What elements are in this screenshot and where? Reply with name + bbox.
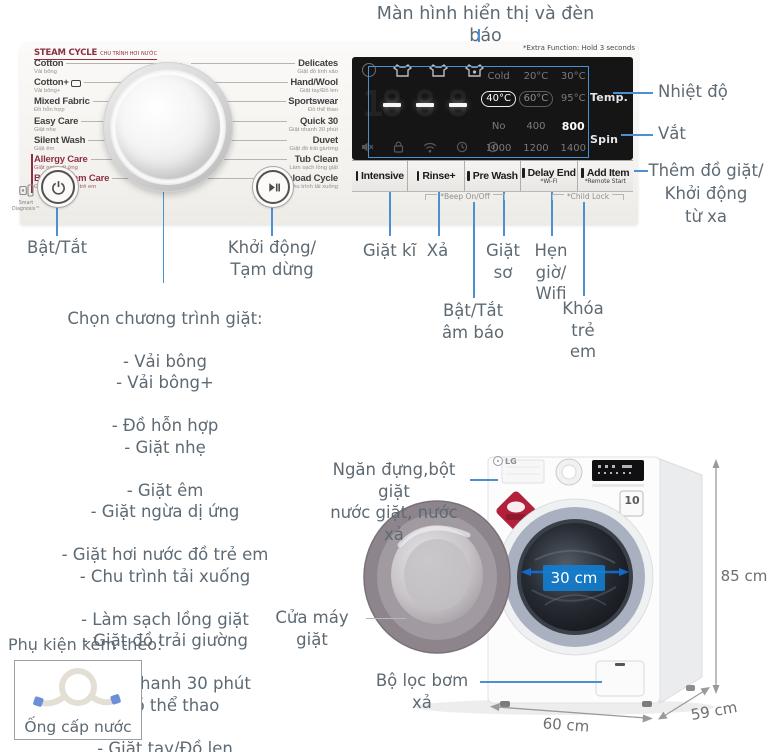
spin-callout: Vắt: [658, 124, 686, 143]
display-highlight-box: [368, 66, 589, 158]
depth-arrow: [658, 687, 710, 720]
power-line: [56, 205, 58, 236]
spin-row-2: 1000 1200 1400: [485, 143, 586, 154]
filter-callout: Bộ lọc bơm xả: [375, 671, 469, 712]
spin-row-1: No 400 800: [480, 117, 592, 137]
program-callout-title: Chọn chương trình giặt:: [67, 308, 263, 328]
width-arrow: [490, 703, 653, 723]
time-icon: [456, 141, 468, 153]
drain-filter-panel: [595, 660, 645, 697]
accessory-item-label: Ống cấp nước: [24, 718, 132, 736]
dial-knob[interactable]: [116, 75, 220, 179]
prewash-button[interactable]: Pre Wash: [464, 161, 522, 191]
smart-diagnosis-icon: [18, 184, 34, 197]
start-callout: Khởi động/ Tạm dừng: [227, 238, 317, 279]
selected-spin: 800: [561, 120, 585, 133]
inverter-badge-number: 10: [624, 494, 640, 507]
spin-line: [621, 134, 653, 136]
beep-callout: Bật/Tắt âm báo: [441, 301, 505, 342]
cotton-plus-icon: [70, 79, 81, 87]
child-lock-note: *Child Lock: [543, 192, 633, 201]
drawer-line: [470, 479, 498, 481]
start-pause-button[interactable]: [252, 166, 294, 208]
rinse-callout: Xả: [426, 241, 449, 260]
mute-icon: [362, 142, 374, 152]
child-callout: Khóa trẻ em: [562, 299, 604, 361]
delay-callout: Hẹn giờ/ Wifi: [534, 241, 568, 303]
selected-temp: 40°C: [481, 91, 516, 107]
display-option-icons: [361, 141, 499, 153]
power-icon: [51, 180, 65, 195]
extra-function-note: *Extra Function: Hold 3 seconds: [522, 44, 635, 52]
drum-icon: [487, 141, 499, 153]
prewash-callout: Giặt sơ: [486, 241, 520, 282]
delay-line: [551, 192, 553, 236]
door-callout: Cửa máy giặt: [275, 608, 349, 649]
beep-line: [473, 202, 475, 298]
add-item-line: [634, 170, 648, 172]
height-label: 85 cm: [720, 567, 768, 585]
steam-cycle-vi: CHU TRÌNH HƠI NƯỚC: [100, 51, 158, 57]
intensive-callout: Giặt kĩ: [362, 241, 417, 260]
open-door[interactable]: [363, 500, 511, 654]
drawer-callout: Ngăn đựng,bột giặt nước giặt, nước xả: [330, 460, 458, 544]
dial-line: [162, 140, 164, 283]
steam-cycle-en: STEAM CYCLE: [34, 48, 98, 58]
display-screen: 1 8 8 8 Cold 20°C 30°C 40°C 60°C 95°C: [352, 57, 633, 160]
display-title: Màn hình hiển thị và đèn báo: [376, 4, 595, 46]
height-arrow: [712, 459, 720, 694]
temp-row-1: Cold 20°C 30°C: [487, 71, 586, 82]
temp-line: [613, 92, 653, 94]
play-pause-icon: [268, 182, 280, 192]
add-item-button[interactable]: Add Item*Remote Start: [577, 161, 634, 191]
door-diameter-label: 30 cm: [543, 565, 605, 591]
ai-icon: [362, 63, 376, 77]
filter-line: [480, 681, 602, 683]
rinse-button[interactable]: Rinse+: [408, 161, 465, 191]
start-line: [271, 205, 273, 236]
lg-logo-icon: [493, 456, 503, 466]
prewash-line: [503, 192, 505, 236]
steam-cycle-header: STEAM CYCLE CHU TRÌNH HƠI NƯỚC: [34, 48, 158, 60]
temp-callout: Nhiệt độ: [658, 82, 728, 101]
add-item-callout: Thêm đồ giặt/ Khởi động từ xa: [648, 161, 764, 226]
function-button-strip: Intensive Rinse+ Pre Wash Delay End*Wi-F…: [352, 160, 634, 192]
accessory-title: Phụ kiện kèm theo:: [8, 635, 163, 654]
water-hose-icon: [33, 668, 121, 707]
lg-logo: LG: [493, 456, 517, 466]
intensive-button[interactable]: Intensive: [352, 161, 409, 191]
program-dial[interactable]: [103, 62, 233, 192]
spin-label: Spin: [590, 133, 619, 146]
child-line: [583, 202, 585, 296]
inverter-10-badge: [619, 490, 644, 517]
wifi-icon: [423, 142, 437, 152]
smart-diagnosis-logo: Smart Diagnosis™: [6, 182, 46, 212]
door-line: [366, 618, 406, 620]
temp-row-2: 40°C 60°C 95°C: [480, 89, 592, 109]
seven-segment-display: 1 8 8 8: [362, 84, 469, 125]
rinse-line: [438, 192, 440, 236]
power-button[interactable]: [37, 166, 79, 208]
power-callout: Bật/Tắt: [26, 238, 88, 257]
temp-label: Temp.: [590, 91, 629, 104]
delay-end-button[interactable]: Delay End*Wi-Fi: [521, 161, 578, 191]
beep-note: *Beep On/Off: [408, 192, 522, 201]
program-callout: Chọn chương trình giặt: - Vải bông- Vải …: [40, 286, 290, 752]
accessory-box: Ống cấp nước: [14, 660, 142, 740]
lock-icon: [393, 141, 404, 153]
steam-cycle-bracket: [31, 154, 33, 193]
intensive-line: [389, 192, 391, 236]
